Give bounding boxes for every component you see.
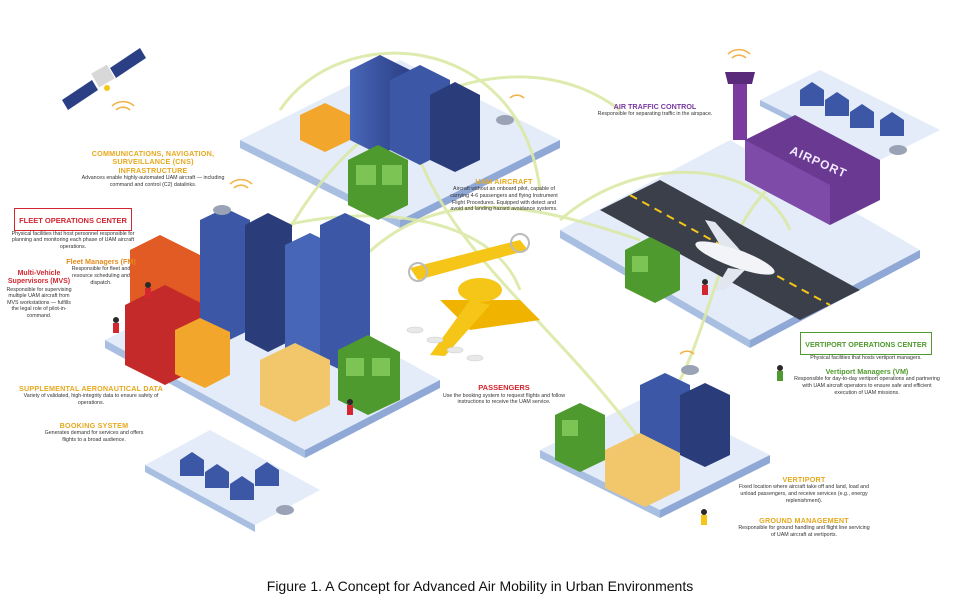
houses-left <box>180 452 279 500</box>
fleet-ops-label: FLEET OPERATIONS CENTER Physical facilit… <box>10 208 136 251</box>
center-top-buildings <box>300 55 480 220</box>
supp-aero-label: SUPPLEMENTAL AERONAUTICAL DATA Variety o… <box>16 384 166 407</box>
vertiport-title: VERTIPORT <box>782 475 826 484</box>
vertiport-manager-label: Vertiport Managers (VM) Responsible for … <box>792 367 942 396</box>
figure-caption: Figure 1. A Concept for Advanced Air Mob… <box>266 578 694 594</box>
people-figures <box>113 279 783 525</box>
mvs-desc: Responsible for supervising multiple UAM… <box>6 286 72 319</box>
vertiport-manager-desc: Responsible for day-to-day vertiport ope… <box>794 376 940 396</box>
supp-aero-title: SUPPLEMENTAL AERONAUTICAL DATA <box>18 384 164 393</box>
vertiport-manager-title: Vertiport Managers (VM) <box>825 367 909 376</box>
signal-waves-icon <box>111 48 751 355</box>
fleet-ops-title: FLEET OPERATIONS CENTER <box>19 216 127 225</box>
uam-aircraft-title: UAM AIRCRAFT <box>475 177 533 186</box>
satellite-dish-icon <box>213 115 907 515</box>
passengers-label: PASSENGERS Use the booking system to req… <box>440 383 568 406</box>
aam-concept-illustration <box>62 48 940 532</box>
atc-title: AIR TRAFFIC CONTROL <box>613 102 697 111</box>
atc-desc: Responsible for separating traffic in th… <box>597 111 713 118</box>
ground-mgmt-desc: Responsible for ground handling and flig… <box>738 525 870 539</box>
satellite-icon <box>62 48 146 110</box>
passengers-desc: Use the booking system to request flight… <box>442 392 566 406</box>
atc-label: AIR TRAFFIC CONTROL Responsible for sepa… <box>590 102 720 118</box>
fleet-ops-desc: Physical facilities that host personnel … <box>11 230 135 251</box>
vertiport-ops-desc: Physical facilities that hosts vertiport… <box>810 354 922 361</box>
mvs-title: Multi-Vehicle Supervisors (MVS) <box>7 270 71 286</box>
booking-label: BOOKING SYSTEM Generates demand for serv… <box>44 421 144 444</box>
supp-aero-desc: Variety of validated, high-integrity dat… <box>23 393 159 407</box>
platform-houses-left <box>145 430 320 532</box>
cns-label: COMMUNICATIONS, NAVIGATION, SURVEILLANCE… <box>78 149 228 189</box>
booking-desc: Generates demand for services and offers… <box>44 430 144 444</box>
left-city-buildings <box>125 208 400 422</box>
vertiport-ops-label: VERTIPORT OPERATIONS CENTER Physical fac… <box>798 332 934 361</box>
fleet-manager-label: Fleet Managers (FM) Responsible for flee… <box>66 257 136 286</box>
passengers-title: PASSENGERS <box>478 383 530 392</box>
ground-mgmt-label: GROUND MANAGEMENT Responsible for ground… <box>736 516 872 539</box>
cns-title: COMMUNICATIONS, NAVIGATION, SURVEILLANCE… <box>91 149 215 175</box>
mvs-label: Multi-Vehicle Supervisors (MVS) Responsi… <box>6 270 72 320</box>
uam-aircraft-icon <box>408 233 540 356</box>
vertiport-desc: Fixed location where aircraft take off a… <box>738 484 870 504</box>
uam-aircraft-desc: Aircraft without an onboard pilot, capab… <box>450 186 558 213</box>
booking-title: BOOKING SYSTEM <box>59 421 129 430</box>
airliner-icon <box>695 220 775 290</box>
atc-tower-icon <box>725 72 755 140</box>
airport-vertiport-building <box>625 237 680 303</box>
right-vertiport-buildings <box>555 373 730 507</box>
fleet-manager-title: Fleet Managers (FM) <box>66 257 136 266</box>
airport-terminal <box>745 115 880 225</box>
ground-mgmt-title: GROUND MANAGEMENT <box>759 516 849 525</box>
cns-desc: Advances enable highly-automated UAM air… <box>81 175 225 189</box>
fleet-manager-desc: Responsible for fleet and resource sched… <box>71 266 131 286</box>
vertiport-ops-title: VERTIPORT OPERATIONS CENTER <box>805 340 927 349</box>
aircraft-approach-trail <box>406 326 484 362</box>
houses-airport <box>800 82 904 136</box>
uam-aircraft-label: UAM AIRCRAFT Aircraft without an onboard… <box>446 177 562 213</box>
vertiport-label: VERTIPORT Fixed location where aircraft … <box>736 475 872 504</box>
